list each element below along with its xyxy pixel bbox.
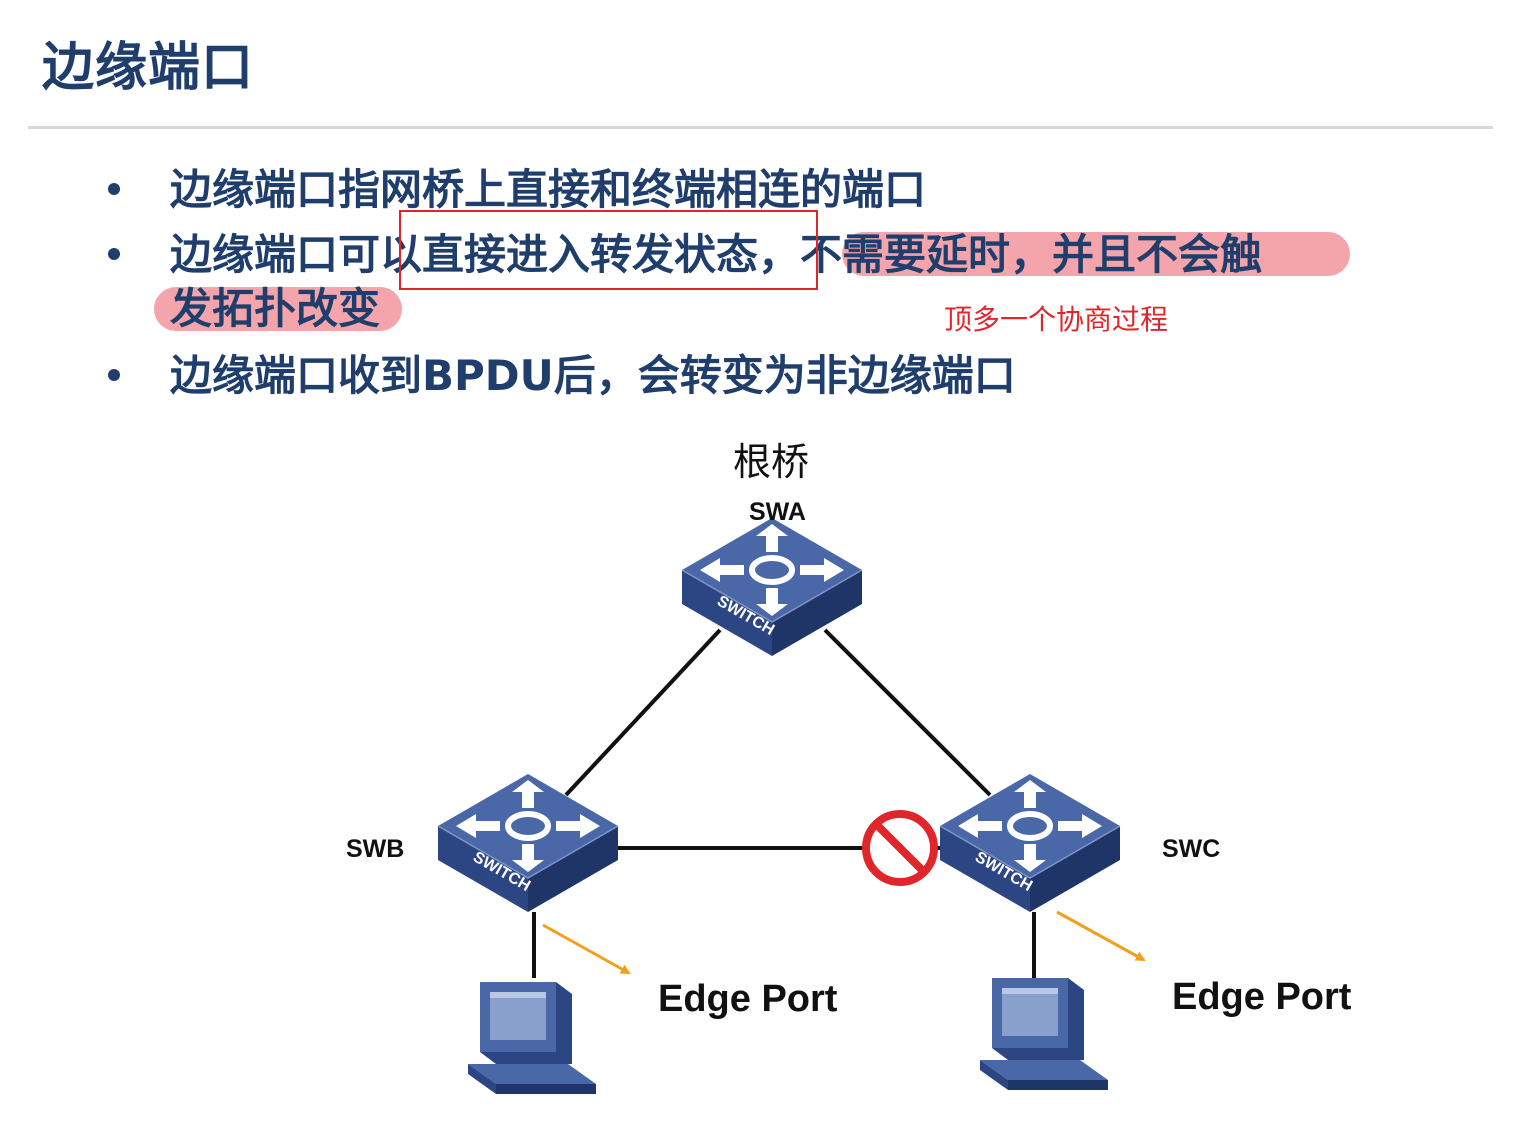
pc-right-icon	[980, 978, 1108, 1090]
red-annotation-box	[399, 210, 818, 290]
root-bridge-label: 根桥	[733, 440, 810, 484]
switch-swc-label: SWC	[1162, 835, 1221, 863]
bullet-dot-1	[108, 183, 120, 195]
edge-port-arrow-left	[542, 923, 631, 975]
switch-swb-label: SWB	[346, 835, 405, 863]
pc-left-icon	[468, 982, 596, 1094]
bullet-2-line-1: 边缘端口可以直接进入转发状态，不需要延时，并且不会触	[170, 230, 1263, 279]
bullet-2-line-2: 发拓扑改变	[170, 284, 381, 333]
highlight-no-delay	[842, 232, 1350, 276]
title-divider	[28, 126, 1493, 129]
blocked-port-icon	[862, 810, 938, 886]
link-swa-swc	[823, 628, 992, 797]
bullet-1: 边缘端口指网桥上直接和终端相连的端口	[170, 165, 927, 214]
bullet-dot-3	[108, 369, 120, 381]
bullet-dot-2	[108, 248, 120, 260]
link-swa-swb	[564, 628, 722, 797]
highlight-topology-change	[154, 287, 402, 331]
edge-port-arrow-right	[1056, 910, 1146, 962]
switch-swc: SWITCH	[940, 774, 1120, 912]
annotation-note: 顶多一个协商过程	[944, 303, 1169, 336]
page-title: 边缘端口	[42, 38, 255, 98]
edge-port-label-left: Edge Port	[658, 978, 838, 1020]
switch-swb: SWITCH	[438, 774, 618, 912]
switch-swa: SWITCH	[682, 518, 862, 656]
switch-swa-label: SWA	[749, 498, 806, 526]
bullet-3: 边缘端口收到BPDU后，会转变为非边缘端口	[170, 351, 1016, 400]
edge-port-label-right: Edge Port	[1172, 976, 1352, 1018]
